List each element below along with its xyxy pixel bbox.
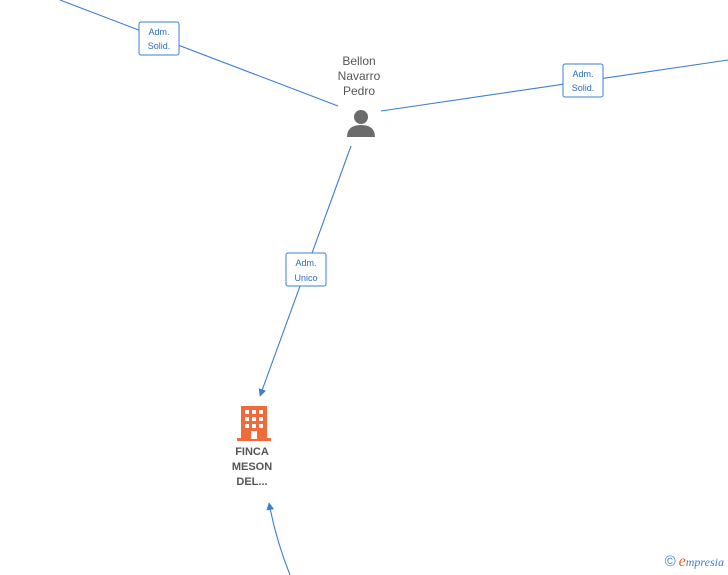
- company-name-line3: DEL...: [236, 476, 267, 488]
- brand-watermark[interactable]: ©empresia: [665, 553, 724, 571]
- edge-bottom-to-company: [266, 502, 291, 575]
- edge-right-to-person: [380, 59, 728, 112]
- brand-initial: e: [678, 553, 686, 570]
- edge-left-to-person: [59, 0, 339, 107]
- person-name-line1: Bellon: [342, 54, 375, 68]
- company-name-line2: MESON: [232, 461, 272, 473]
- edge-label-left[interactable]: Adm. Solid.: [138, 21, 180, 56]
- company-node[interactable]: FINCA MESON DEL...: [232, 406, 272, 488]
- edge-label-right-line1: Adm.: [572, 69, 593, 79]
- person-node[interactable]: Bellon Navarro Pedro: [338, 54, 381, 137]
- edge-label-left-line2: Solid.: [148, 41, 171, 51]
- edge-label-center-line2: Unico: [294, 273, 317, 283]
- person-name-line2: Navarro: [338, 69, 381, 83]
- company-name-line1: FINCA: [235, 446, 269, 458]
- edge-label-left-line1: Adm.: [148, 27, 169, 37]
- building-icon: [237, 406, 271, 441]
- edge-label-right[interactable]: Adm. Solid.: [562, 63, 604, 98]
- edge-label-center[interactable]: Adm. Unico: [285, 252, 327, 287]
- brand-name: mpresia: [685, 555, 724, 569]
- person-name-line3: Pedro: [343, 84, 375, 98]
- person-icon: [347, 110, 375, 137]
- copyright-icon: ©: [664, 553, 676, 570]
- edge-label-right-line2: Solid.: [572, 83, 595, 93]
- edge-label-center-line1: Adm.: [295, 258, 316, 268]
